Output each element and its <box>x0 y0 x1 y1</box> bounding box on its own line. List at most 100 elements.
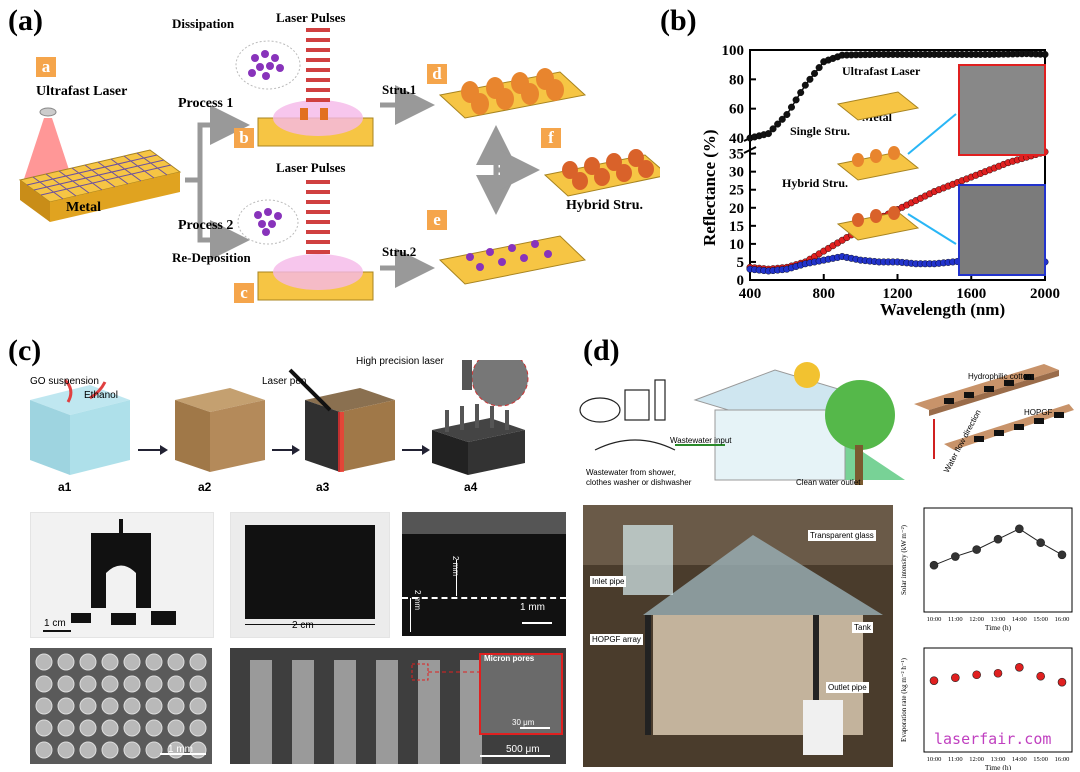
sem-pillar <box>79 719 97 737</box>
sem-pillar <box>35 741 53 759</box>
scale-500um: 500 μm <box>506 744 540 755</box>
small-y-label: Solar intensity (kW m⁻²) <box>900 524 908 595</box>
small-series-point <box>1036 671 1045 681</box>
label-wastewater-from2: clothes washer or dishwasher <box>586 478 692 487</box>
sem-pillar <box>123 741 141 759</box>
sem-pillar <box>123 719 141 737</box>
sem-pillar <box>101 697 119 715</box>
small-x-tick-label: 13:00 <box>991 616 1006 623</box>
label-inlet-pipe: Inlet pipe <box>590 576 627 587</box>
sem-pillar <box>79 741 97 759</box>
label-re-deposition: Re-Deposition <box>172 250 251 265</box>
sem-pillar <box>101 653 119 671</box>
small-series-point <box>972 670 981 680</box>
sem-pillar <box>189 653 207 671</box>
badge-b: b <box>234 128 254 148</box>
label-transparent-glass: Transparent glass <box>808 530 876 541</box>
sem-pillar <box>57 653 75 671</box>
y-tick-label: 60 <box>729 102 744 118</box>
small-x-tick-label: 10:00 <box>927 756 942 763</box>
sem-pillar <box>35 675 53 693</box>
sem-pillar <box>57 719 75 737</box>
sem-pillar <box>79 697 97 715</box>
small-x-label: Time (h) <box>985 763 1012 770</box>
sem-inset-blue <box>958 184 1046 276</box>
x-tick-label: 800 <box>813 286 836 302</box>
small-x-tick-label: 15:00 <box>1033 756 1048 763</box>
small-x-tick-label: 11:00 <box>948 616 963 623</box>
y-tick-label: 0 <box>737 273 745 289</box>
sem-pillar <box>101 675 119 693</box>
small-series-point <box>929 676 939 685</box>
step-a2: a2 <box>198 480 212 494</box>
small-plot-frame <box>923 507 1073 613</box>
label-hopgf-array: HOPGF array <box>590 634 643 645</box>
series-point-0 <box>806 75 814 83</box>
hopgf-strips <box>914 364 1074 459</box>
label-stru2: Stru.2 <box>382 244 417 259</box>
small-series-point <box>972 545 981 554</box>
step-a1: a1 <box>58 480 72 494</box>
label-hydrophilic: Hydrophilic cotton <box>968 372 1032 381</box>
label-high-precision: High precision laser <box>356 356 444 367</box>
scale-2mm-lower: 2 mm <box>413 590 422 610</box>
y-tick-label: 25 <box>729 183 744 199</box>
x-tick-label: 2000 <box>1030 286 1060 302</box>
sem-pillar <box>167 697 185 715</box>
series-point-0 <box>1041 50 1049 58</box>
label-outlet-pipe: Outlet pipe <box>826 682 869 693</box>
axis-break-mark <box>743 146 757 154</box>
sem-pillar <box>123 653 141 671</box>
y-tick-label: 100 <box>722 43 745 59</box>
badge-f: f <box>541 128 561 148</box>
series-point-0 <box>783 111 791 119</box>
sem-pillar <box>79 653 97 671</box>
small-series-point <box>929 560 939 570</box>
sem-pillar <box>145 675 163 693</box>
sem-pillar <box>145 719 163 737</box>
chart-b-xlabel: Wavelength (nm) <box>880 300 1006 319</box>
label-laser-pulses-1: Laser Pulses <box>276 10 346 25</box>
panel-d-schematic <box>579 362 905 485</box>
badge-d: d <box>427 64 447 84</box>
small-series-point <box>1015 663 1024 672</box>
small-x-tick-label: 16:00 <box>1055 756 1070 763</box>
sem-pillar <box>57 741 75 759</box>
scale-30um: 30 μm <box>512 718 535 727</box>
inset-hybrid: Hybrid Stru. <box>782 176 849 190</box>
panel-a-schematic <box>18 28 660 301</box>
panel-label-d: (d) <box>583 334 620 367</box>
scale-2cm: 2 cm <box>292 620 314 631</box>
sem-pillar <box>123 675 141 693</box>
label-clean-water: Clean water outlet <box>796 478 861 487</box>
photo-black-block <box>230 512 390 638</box>
sem-pillar <box>79 675 97 693</box>
series-point-0 <box>787 103 795 111</box>
small-x-tick-label: 16:00 <box>1055 616 1070 623</box>
panel-label-c: (c) <box>8 334 42 367</box>
x-tick-label: 400 <box>739 286 762 302</box>
sem-pillar-array <box>30 648 212 764</box>
label-laser-pen: Laser pen <box>262 376 307 387</box>
small-plot-frame <box>923 647 1073 753</box>
y-tick-label: 20 <box>729 201 744 217</box>
x-tick-label: 1200 <box>883 286 913 302</box>
series-point-0 <box>778 115 786 123</box>
small-x-label: Time (h) <box>985 623 1012 632</box>
sem-pillar <box>35 697 53 715</box>
label-wastewater-from: Wastewater from shower, <box>586 468 676 477</box>
label-wastewater-input: Wastewater input <box>670 436 732 445</box>
x-tick-label: 1600 <box>956 286 986 302</box>
small-series-point <box>993 668 1003 678</box>
label-hybrid-stru: Hybrid Stru. <box>566 198 644 213</box>
sem-pillar <box>145 697 163 715</box>
small-series-point <box>1057 677 1067 687</box>
photo-cross-section <box>402 512 566 636</box>
sem-side-view <box>230 648 566 764</box>
series-point-0 <box>815 64 823 72</box>
series-point-0 <box>774 120 782 128</box>
watermark: laserfair.com <box>934 730 1052 748</box>
series-point-0 <box>801 81 809 89</box>
y-tick-label: 80 <box>729 72 744 88</box>
